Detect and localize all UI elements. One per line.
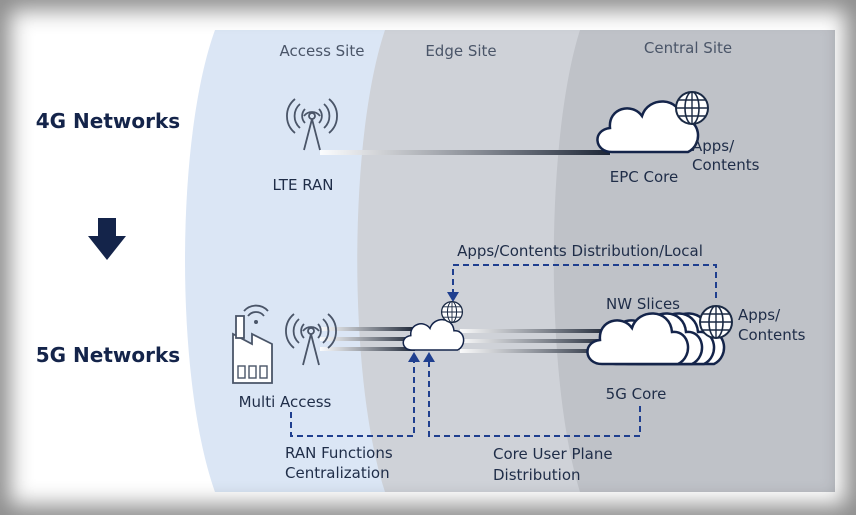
distribution-label: Apps/Contents Distribution/Local xyxy=(457,242,703,260)
access-link-1 xyxy=(320,327,415,331)
zone-title-access: Access Site xyxy=(280,42,365,60)
access-link-3 xyxy=(320,347,415,351)
ran-functions-line1: RAN Functions xyxy=(285,444,393,462)
core-link-3 xyxy=(460,349,610,353)
apps-contents-5g-line2: Contents xyxy=(738,326,806,344)
core-user-plane-arrowhead xyxy=(423,352,435,362)
core-link-1 xyxy=(460,329,610,333)
apps-contents-5g-line1: Apps/ xyxy=(738,306,781,324)
down-arrow-icon xyxy=(88,218,126,260)
globe-icon xyxy=(699,305,733,339)
multi-access-label: Multi Access xyxy=(239,393,332,411)
factory-icon xyxy=(232,315,273,384)
lte-ran-label: LTE RAN xyxy=(273,176,334,194)
row-title-5g: 5G Networks xyxy=(36,343,180,367)
nw-slices-label: NW Slices xyxy=(606,295,680,313)
apps-contents-4g-line2: Contents xyxy=(692,156,760,174)
backhaul-line-4g xyxy=(320,150,610,155)
access-link-2 xyxy=(320,337,415,341)
core-user-plane-line2: Distribution xyxy=(493,466,581,484)
epc-core-label: EPC Core xyxy=(610,168,678,186)
row-title-4g: 4G Networks xyxy=(36,109,180,133)
ran-centralization-arrowhead xyxy=(408,352,420,362)
globe-icon xyxy=(675,91,709,125)
ran-functions-line2: Centralization xyxy=(285,464,390,482)
ran-centralization-path xyxy=(290,358,415,437)
zone-title-central: Central Site xyxy=(644,39,732,57)
core-user-plane-line1: Core User Plane xyxy=(493,445,613,463)
distribution-arrowhead xyxy=(447,292,459,302)
wifi-icon xyxy=(243,304,269,324)
core-5g-label: 5G Core xyxy=(606,385,667,403)
zone-title-edge: Edge Site xyxy=(425,42,496,60)
edge-globe-icon xyxy=(440,300,464,324)
core-user-plane-path xyxy=(428,358,641,437)
core-link-2 xyxy=(460,339,610,343)
distribution-path xyxy=(452,264,717,300)
apps-contents-4g-line1: Apps/ xyxy=(692,137,735,155)
